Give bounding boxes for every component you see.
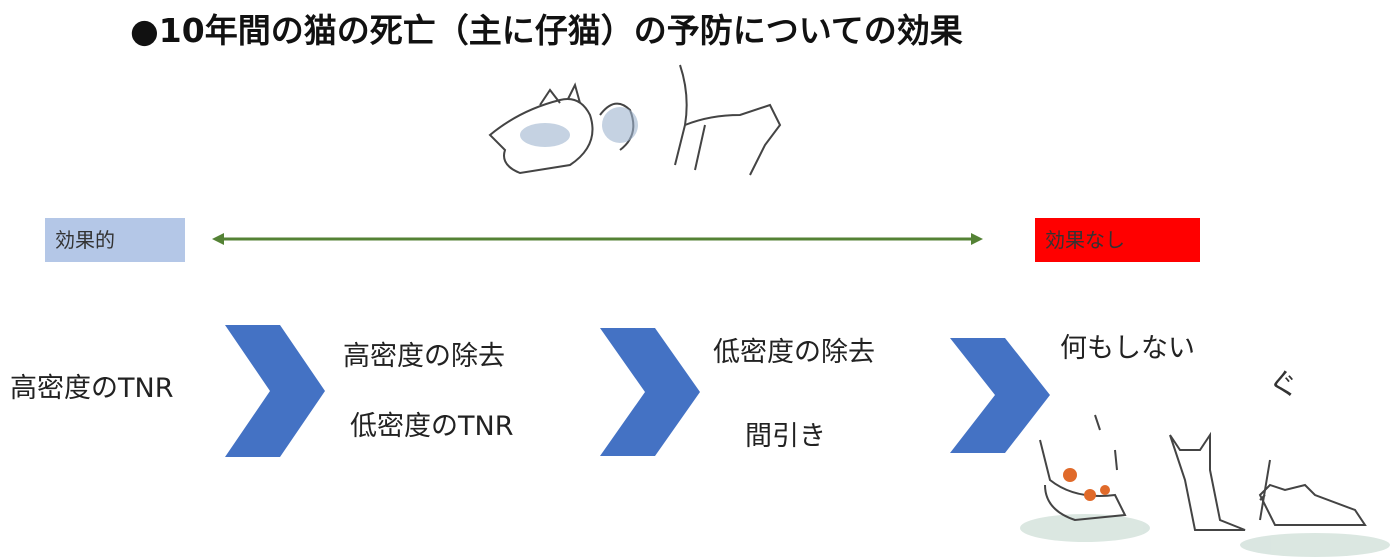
step-1-item: 高密度のTNR: [10, 373, 174, 404]
effective-label: 効果的: [45, 218, 185, 262]
chevron-icon-2: [600, 328, 700, 456]
no-effect-label: 効果なし: [1035, 218, 1200, 262]
step-4-item-text: 何もしない: [1060, 333, 1195, 364]
sketch-text: ぐ: [1265, 365, 1302, 406]
chevron-icon-1: [225, 325, 325, 457]
cats-sketch-bottom: [1020, 414, 1390, 557]
page-title: ●10年間の猫の死亡（主に仔猫）の予防についての効果: [130, 11, 963, 50]
double-arrow: [212, 233, 983, 245]
step-2-item-1: 高密度の除去: [343, 341, 505, 372]
cats-sketch-top: [488, 64, 782, 176]
chevron-icon-3: [950, 338, 1050, 453]
step-3-item-2: 間引き: [745, 421, 826, 452]
step-2-item-2: 低密度のTNR: [350, 411, 514, 442]
step-3-item-1: 低密度の除去: [713, 337, 875, 368]
